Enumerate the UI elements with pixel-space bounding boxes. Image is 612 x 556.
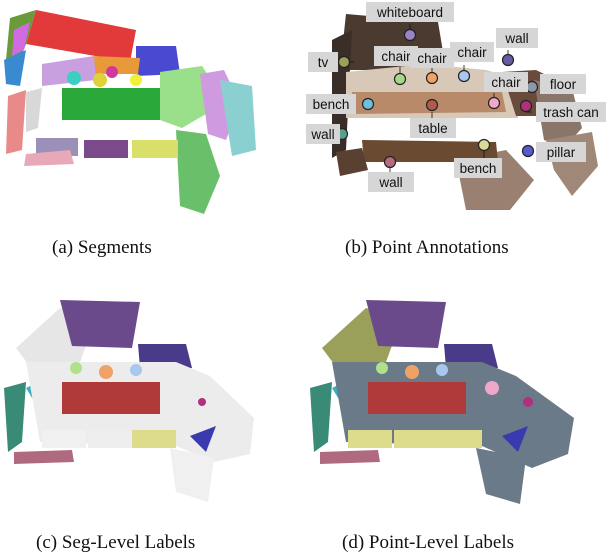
label-wall-2: wall <box>310 127 334 142</box>
label-bench-1: bench <box>313 97 350 112</box>
caption-seg-level-labels: (c) Seg-Level Labels <box>36 532 196 553</box>
segments-scene <box>4 10 256 214</box>
caption-point-annotations: (b) Point Annotations <box>345 237 509 258</box>
point-level-scene <box>310 300 574 504</box>
segments-render <box>4 10 256 214</box>
annotation-labels: whiteboard tv chair chair chair wall cha… <box>306 2 606 192</box>
label-wall-3: wall <box>378 175 402 190</box>
label-floor: floor <box>550 77 577 92</box>
panel-point-annotations: whiteboard tv chair chair chair wall cha… <box>306 0 612 225</box>
label-chair-4: chair <box>491 75 521 90</box>
label-chair-1: chair <box>381 49 411 64</box>
label-tv: tv <box>318 55 329 70</box>
panel-point-level-labels <box>306 292 612 517</box>
label-bench-2: bench <box>460 161 497 176</box>
label-whiteboard: whiteboard <box>376 5 443 20</box>
label-chair-2: chair <box>417 51 447 66</box>
seg-level-render <box>4 300 254 502</box>
label-chair-3: chair <box>457 45 487 60</box>
panel-segments <box>0 0 300 225</box>
label-wall-1: wall <box>504 31 528 46</box>
label-table: table <box>418 121 447 136</box>
label-trash-can: trash can <box>543 105 599 120</box>
seg-level-scene <box>4 300 254 502</box>
panel-seg-level-labels <box>0 292 300 517</box>
point-level-render <box>310 300 574 504</box>
caption-segments: (a) Segments <box>52 237 152 258</box>
caption-point-level-labels: (d) Point-Level Labels <box>342 532 515 553</box>
point-annotations-render: whiteboard tv chair chair chair wall cha… <box>306 2 606 210</box>
label-pillar: pillar <box>547 145 576 160</box>
